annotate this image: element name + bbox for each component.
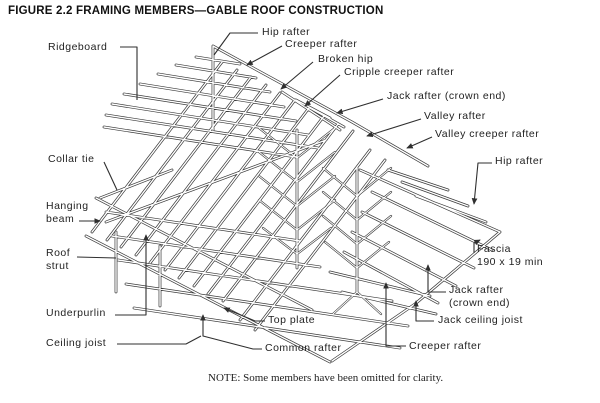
label-fascia-line1: Fascia: [477, 243, 511, 255]
label-jack-ceiling-joist: Jack ceiling joist: [438, 314, 523, 326]
leader-common-rafter: [200, 314, 262, 350]
leader-underpurlin: [115, 234, 149, 316]
leader-ceiling-joist: [117, 335, 202, 345]
leader-roof-strut: [76, 256, 117, 259]
leader-lines: [76, 32, 492, 350]
leader-fascia: [473, 239, 481, 253]
label-underpurlin: Underpurlin: [46, 307, 106, 319]
leader-cripple-creeper: [304, 74, 341, 107]
leader-creeper-rafter-bottom: [383, 282, 406, 347]
label-top-plate: Top plate: [268, 314, 316, 326]
leader-ridgeboard: [120, 46, 138, 100]
label-creeper-rafter-bottom: Creeper rafter: [409, 340, 482, 352]
leader-hip-rafter-right: [471, 162, 492, 205]
leader-creeper-rafter-top: [246, 45, 283, 66]
label-valley-rafter: Valley rafter: [424, 110, 486, 122]
label-hanging-beam-line1: Hanging: [46, 200, 89, 212]
label-ridgeboard: Ridgeboard: [48, 41, 108, 53]
label-valley-creeper-rafter: Valley creeper rafter: [435, 128, 540, 140]
label-roof-strut-line1: Roof: [46, 247, 71, 259]
leader-hip-rafter-top: [213, 32, 258, 56]
leader-valley-rafter: [366, 118, 422, 138]
leader-jack-rafter-crown-right: [425, 264, 446, 293]
label-collar-tie: Collar tie: [48, 153, 95, 165]
label-roof-strut: Roof strut: [46, 247, 70, 273]
label-jack-rafter-crown-right: Jack rafter (crown end): [449, 284, 510, 310]
label-fascia: Fascia 190 x 19 min: [477, 243, 543, 269]
label-hip-rafter-top: Hip rafter: [262, 26, 311, 38]
label-ceiling-joist: Ceiling joist: [46, 337, 107, 349]
leader-collar-tie: [103, 161, 118, 191]
label-jack-rafter-crown-right-line1: Jack rafter: [449, 284, 504, 296]
figure-title: FIGURE 2.2 FRAMING MEMBERS—GABLE ROOF CO…: [8, 5, 384, 17]
label-hanging-beam: Hanging beam: [46, 200, 89, 226]
figure-note: NOTE: Some members have been omitted for…: [208, 372, 444, 384]
label-fascia-line2: 190 x 19 min: [477, 256, 544, 268]
label-roof-strut-line2: strut: [46, 260, 69, 272]
leader-broken-hip: [280, 61, 314, 90]
label-common-rafter: Common rafter: [265, 342, 342, 354]
leader-jack-rafter-crown-top: [336, 98, 384, 115]
leader-jack-ceiling-joist: [413, 300, 434, 322]
label-hanging-beam-line2: beam: [46, 213, 75, 225]
label-broken-hip: Broken hip: [318, 53, 374, 65]
label-cripple-creeper-rafter: Cripple creeper rafter: [344, 66, 455, 78]
leader-valley-creeper: [406, 136, 433, 149]
label-hip-rafter-right: Hip rafter: [495, 155, 544, 167]
label-jack-rafter-crown-right-line2: (crown end): [449, 297, 510, 309]
leader-top-plate: [223, 307, 265, 322]
label-jack-rafter-crown-top: Jack rafter (crown end): [387, 90, 506, 102]
label-creeper-rafter-top: Creeper rafter: [285, 38, 358, 50]
